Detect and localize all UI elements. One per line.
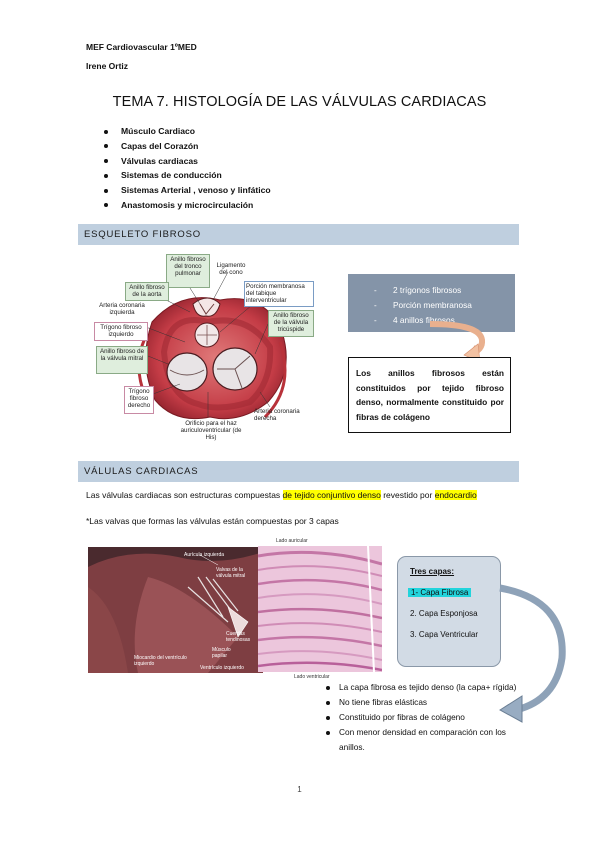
label-anillo-tricuspide: Anillo fibroso de la válvula tricúspide — [268, 310, 314, 337]
label-ventriculo: Ventrículo izquierdo — [200, 665, 244, 671]
heart-valves-illustration — [137, 271, 287, 420]
capa-esponjosa-label: 2. Capa Esponjosa — [410, 609, 478, 618]
list-item: Válvulas cardiacas — [104, 154, 271, 169]
label-porcion-membranosa: Porción membranosa del tabique intervent… — [244, 281, 314, 307]
dash-marker: - — [374, 286, 377, 295]
list-item: Sistemas Arterial , venoso y linfático — [104, 183, 271, 198]
capa-fibrosa-label: 1- Capa Fibrosa — [408, 588, 472, 597]
page-number: 1 — [297, 785, 302, 794]
valves-paragraph: Las válvulas cardiacas son estructuras c… — [86, 490, 477, 500]
label-valvas: Valvas de la válvula mitral — [216, 567, 246, 579]
label-ligamento-cono: Ligamento del cono — [216, 262, 246, 277]
section-heading-esqueleto: ESQUELETO FIBROSO — [78, 224, 519, 245]
page-title: TEMA 7. HISTOLOGÍA DE LAS VÁLVULAS CARDI… — [112, 94, 487, 110]
list-item: No tiene fibras elásticas — [326, 695, 526, 710]
large-curved-arrow-icon — [499, 584, 566, 723]
list-item: 2 trígonos fibrosos — [393, 285, 462, 295]
highlight-endocardio: endocardio — [434, 490, 477, 500]
list-item: 4 anillos fibrosos — [393, 315, 455, 325]
paragraph-text: Las válvulas cardiacas son estructuras c… — [86, 490, 283, 500]
heart-dissection-image: Aurícula izquierda Valvas de la válvula … — [88, 547, 263, 673]
dash-marker: - — [374, 316, 377, 325]
list-item: Anastomosis y microcirculación — [104, 198, 271, 213]
list-item: La capa fibrosa es tejido denso (la capa… — [326, 680, 526, 695]
course-header: MEF Cardiovascular 1ºMED — [86, 42, 197, 52]
valvas-note: *Las valvas que formas las válvulas está… — [86, 516, 339, 526]
fibrosa-points-list: La capa fibrosa es tejido denso (la capa… — [326, 680, 526, 755]
label-anillo-tronco: Anillo fibroso del tronco pulmonar — [166, 254, 210, 288]
label-arteria-derecha: Arteria coronaria derecha — [254, 408, 300, 423]
label-musculo: Músculo papilar — [212, 647, 231, 659]
list-item: Músculo Cardiaco — [104, 124, 271, 139]
heart-photo-illustration — [88, 547, 263, 673]
label-anillo-aorta: Anillo fibroso de la aorta — [125, 282, 169, 301]
list-item: Capas del Corazón — [104, 139, 271, 154]
label-trigono-derecho: Trígono fibroso derecho — [124, 386, 154, 414]
label-cuerdas: Cuerdas tendinosas — [226, 631, 251, 643]
anillos-description-box: Los anillos fibrosos están constituidos … — [348, 357, 511, 433]
label-orificio-his: Orificio para el haz auriculoventricular… — [180, 420, 242, 442]
dash-marker: - — [374, 301, 377, 310]
skeleton-components-box: - 2 trígonos fibrosos - Porción membrano… — [348, 274, 515, 332]
list-item: Con menor densidad en comparación con lo… — [326, 725, 526, 755]
label-lado-ventricular: Lado ventricular — [294, 674, 330, 680]
tres-capas-box: Tres capas: 1- Capa Fibrosa 2. Capa Espo… — [397, 556, 501, 667]
label-lado-auricular: Lado auricular — [276, 538, 308, 544]
label-auricula: Aurícula izquierda — [184, 552, 225, 558]
list-item: Constituido por fibras de colágeno — [326, 710, 526, 725]
topics-list: Músculo Cardiaco Capas del Corazón Válvu… — [104, 124, 271, 213]
histology-tissue-illustration — [258, 546, 382, 672]
label-arteria-izquierda: Arteria coronaria izquierda — [99, 302, 145, 317]
list-item: Porción membranosa — [393, 300, 472, 310]
list-item: Sistemas de conducción — [104, 168, 271, 183]
label-anillo-mitral: Anillo fibroso de la válvula mitral — [96, 346, 148, 374]
histology-image: Lado auricular Lado ventricular — [258, 538, 382, 682]
author-name: Irene Ortiz — [86, 61, 129, 71]
label-trigono-izquierdo: Trígono fibroso izquierdo — [94, 322, 148, 341]
tres-capas-title: Tres capas: — [410, 567, 455, 576]
highlight-tejido: de tejido conjuntivo denso — [282, 490, 381, 500]
fibrous-skeleton-figure — [90, 252, 320, 448]
section-heading-valvulas: VÁLULAS CARDIACAS — [78, 461, 519, 482]
paragraph-text: revestido por — [380, 490, 435, 500]
label-miocardio: Miocardio del ventrículo izquierdo — [134, 655, 187, 667]
capa-ventricular-label: 3. Capa Ventricular — [410, 630, 479, 639]
